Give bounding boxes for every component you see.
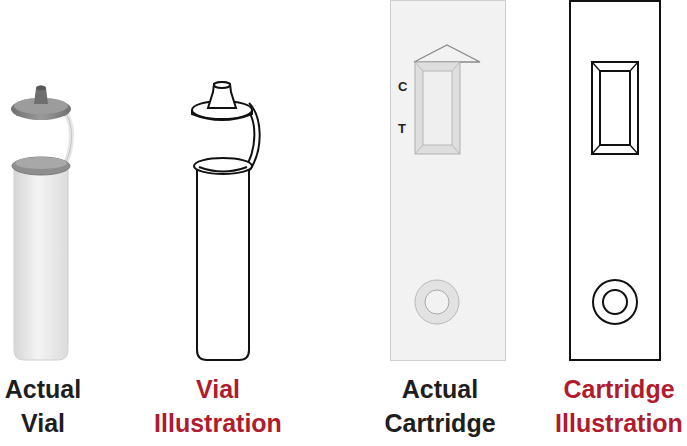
caption: Actual Vial bbox=[5, 372, 81, 440]
vial-illustration bbox=[192, 82, 260, 360]
caption: Vial Illustration bbox=[154, 372, 282, 440]
cartridge-illustration bbox=[570, 1, 660, 360]
actual-cartridge-body bbox=[391, 1, 506, 361]
line-marker: C bbox=[398, 80, 407, 93]
caption: Cartridge Illustration bbox=[555, 372, 683, 440]
cartridge-body: CT bbox=[390, 0, 506, 361]
line-marker: T bbox=[398, 122, 406, 135]
actual-vial bbox=[11, 86, 72, 361]
caption: Actual Cartridge bbox=[384, 372, 495, 440]
